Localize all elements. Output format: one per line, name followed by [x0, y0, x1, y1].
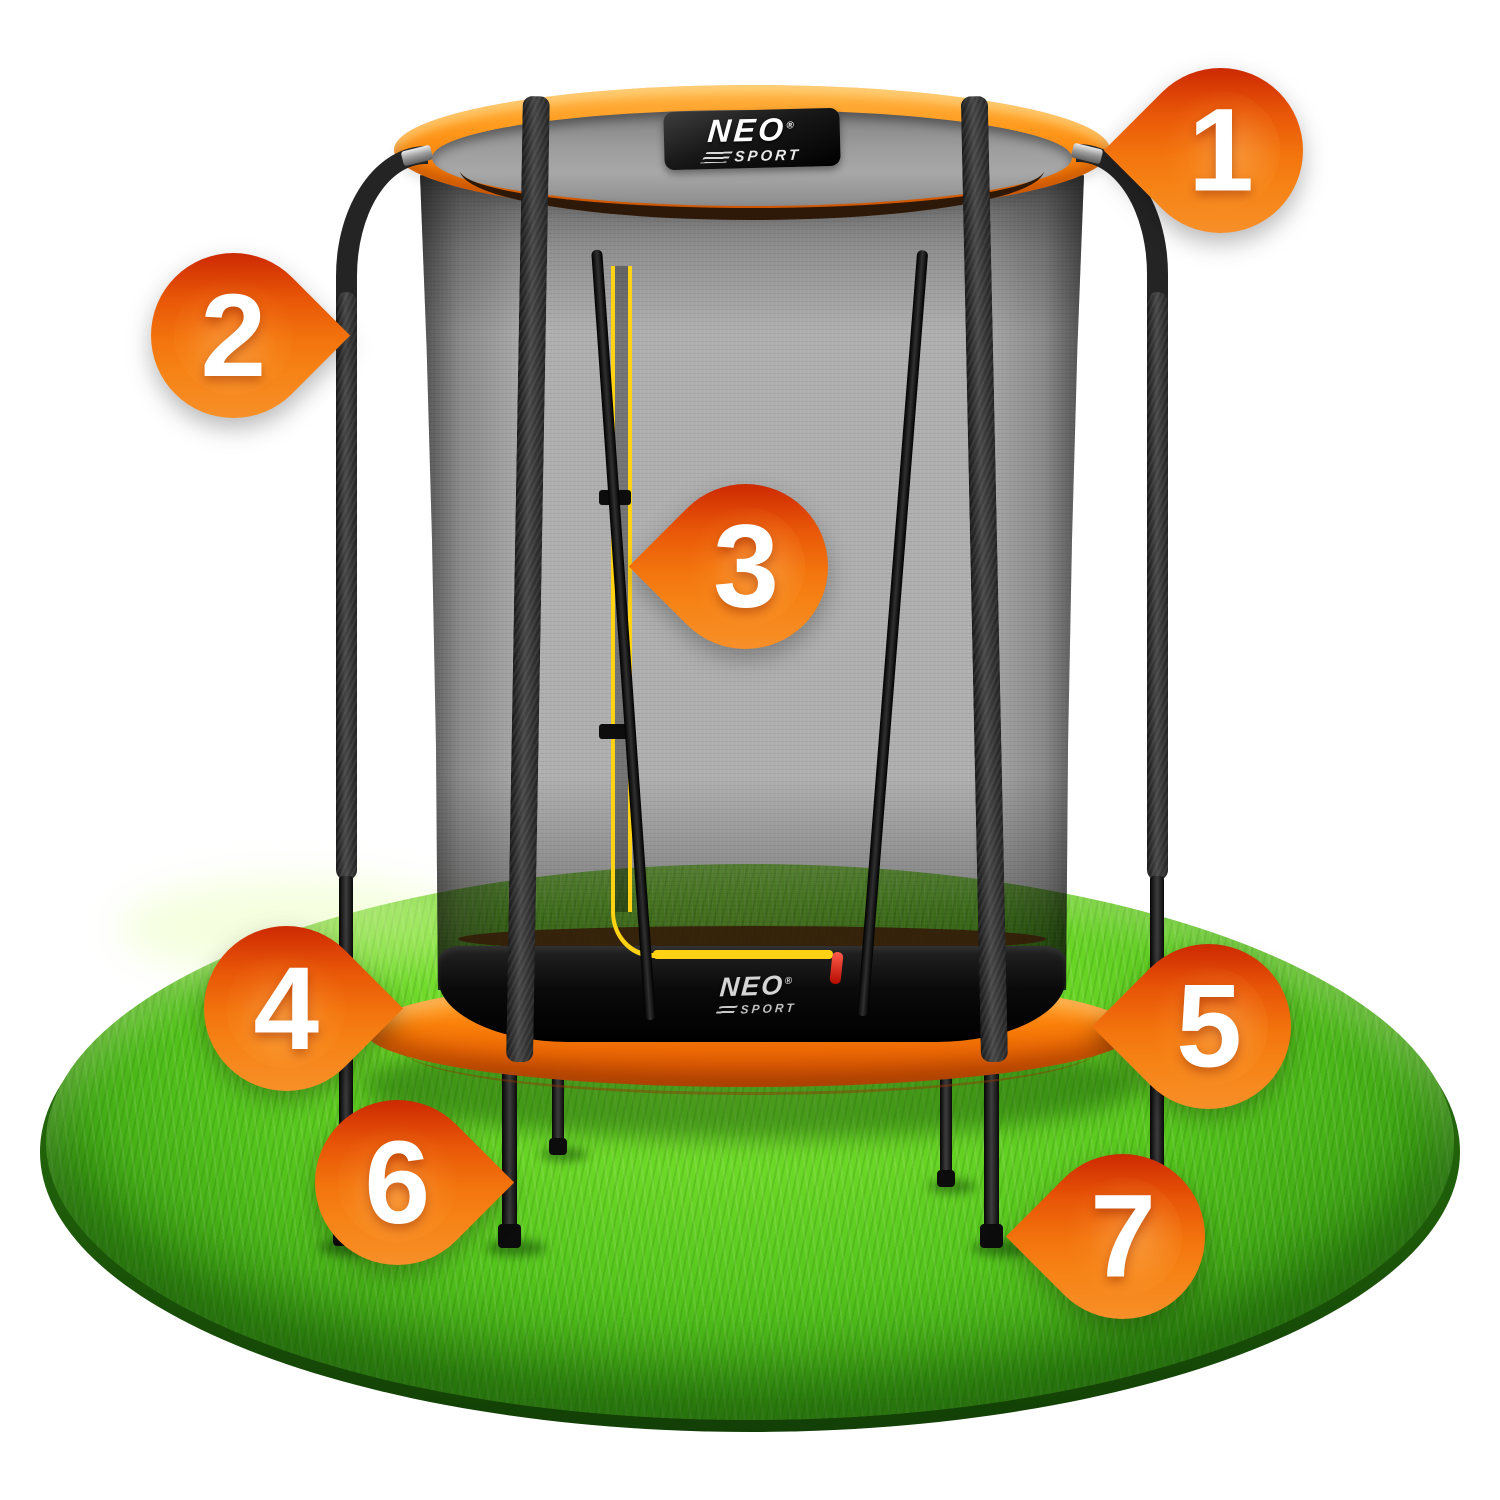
brand-sub-row: SPORT — [715, 1000, 798, 1017]
teardrop-pin-icon: 5 — [1091, 909, 1326, 1144]
net-bottom-band — [438, 946, 1066, 1042]
leg-front-right — [984, 1056, 999, 1232]
enclosure-pole-outer-left — [336, 292, 357, 880]
brand-sub-row: SPORT — [700, 146, 802, 166]
teardrop-pin-icon: 7 — [1005, 1119, 1240, 1354]
callout-number: 7 — [1089, 1170, 1156, 1303]
callout-2: 2 — [116, 218, 351, 453]
brand-name-text: NEO — [718, 969, 786, 1002]
leg-back-right — [940, 1064, 952, 1176]
callout-1: 1 — [1103, 33, 1338, 268]
callout-7: 7 — [1005, 1119, 1240, 1354]
callout-5: 5 — [1091, 909, 1326, 1144]
enclosure-pole-outer-left-curve — [336, 146, 428, 316]
teardrop-pin-icon: 2 — [116, 218, 351, 453]
leg-foot — [937, 1170, 955, 1187]
callout-number: 4 — [253, 942, 320, 1075]
speed-lines-icon — [715, 1005, 739, 1014]
teardrop-pin-icon: 4 — [169, 891, 404, 1126]
speed-lines-icon — [700, 150, 734, 163]
callout-number: 1 — [1187, 84, 1254, 217]
brand-name-text: NEO — [705, 110, 788, 149]
enclosure-pole-outer-right — [1147, 292, 1168, 880]
brand-reg-mark: ® — [785, 119, 797, 131]
teardrop-pin-icon: 6 — [280, 1065, 515, 1300]
leg-foot — [498, 1224, 521, 1248]
callout-6: 6 — [280, 1065, 515, 1300]
brand-name: NEO® — [705, 110, 797, 149]
callout-3: 3 — [628, 449, 863, 684]
zipper-clip — [599, 724, 631, 739]
brand-reg-mark: ® — [784, 975, 795, 987]
door-zipper-horizontal — [653, 950, 833, 959]
callout-4: 4 — [169, 891, 404, 1126]
brand-badge-bottom: NEO® SPORT — [681, 965, 833, 1022]
leg-foot — [549, 1138, 567, 1155]
brand-name: NEO® — [718, 969, 795, 1002]
callout-number: 3 — [712, 500, 779, 633]
brand-sub-text: SPORT — [740, 1000, 798, 1017]
teardrop-pin-icon: 1 — [1103, 33, 1338, 268]
callout-number: 6 — [364, 1116, 431, 1249]
callout-number: 2 — [200, 269, 267, 402]
callout-number: 5 — [1175, 960, 1242, 1093]
pad-stitch-line — [400, 1048, 1100, 1095]
brand-badge-top: NEO® SPORT — [663, 107, 841, 171]
teardrop-pin-icon: 3 — [628, 449, 863, 684]
leg-foot — [980, 1224, 1003, 1248]
brand-sub-text: SPORT — [734, 146, 802, 165]
